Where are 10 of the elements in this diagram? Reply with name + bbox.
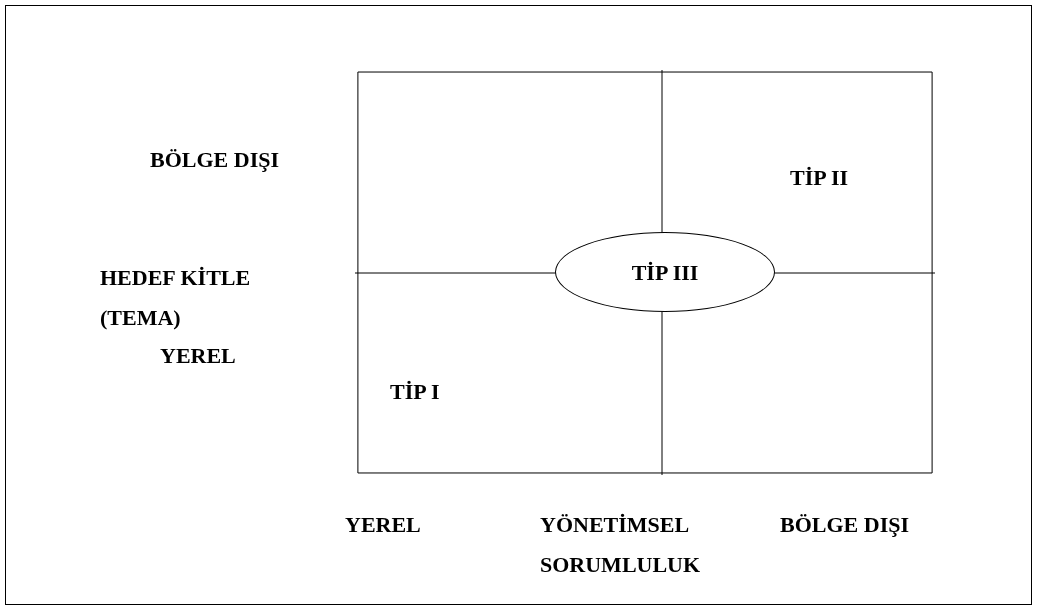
axis-label: HEDEF KİTLE (TEMA) xyxy=(100,264,252,332)
axis-label: BÖLGE DIŞI xyxy=(780,511,910,539)
axis-label: YEREL xyxy=(160,342,237,370)
quadrant-grid xyxy=(355,70,935,475)
axis-label: TİP I xyxy=(390,378,441,406)
axis-label: YEREL xyxy=(345,511,422,539)
type-label: TİP III xyxy=(631,258,699,287)
axis-label: BÖLGE DIŞI xyxy=(150,146,280,174)
axis-label: YÖNETİMSEL SORUMLULUK xyxy=(540,511,702,579)
axis-label: TİP II xyxy=(790,164,850,192)
